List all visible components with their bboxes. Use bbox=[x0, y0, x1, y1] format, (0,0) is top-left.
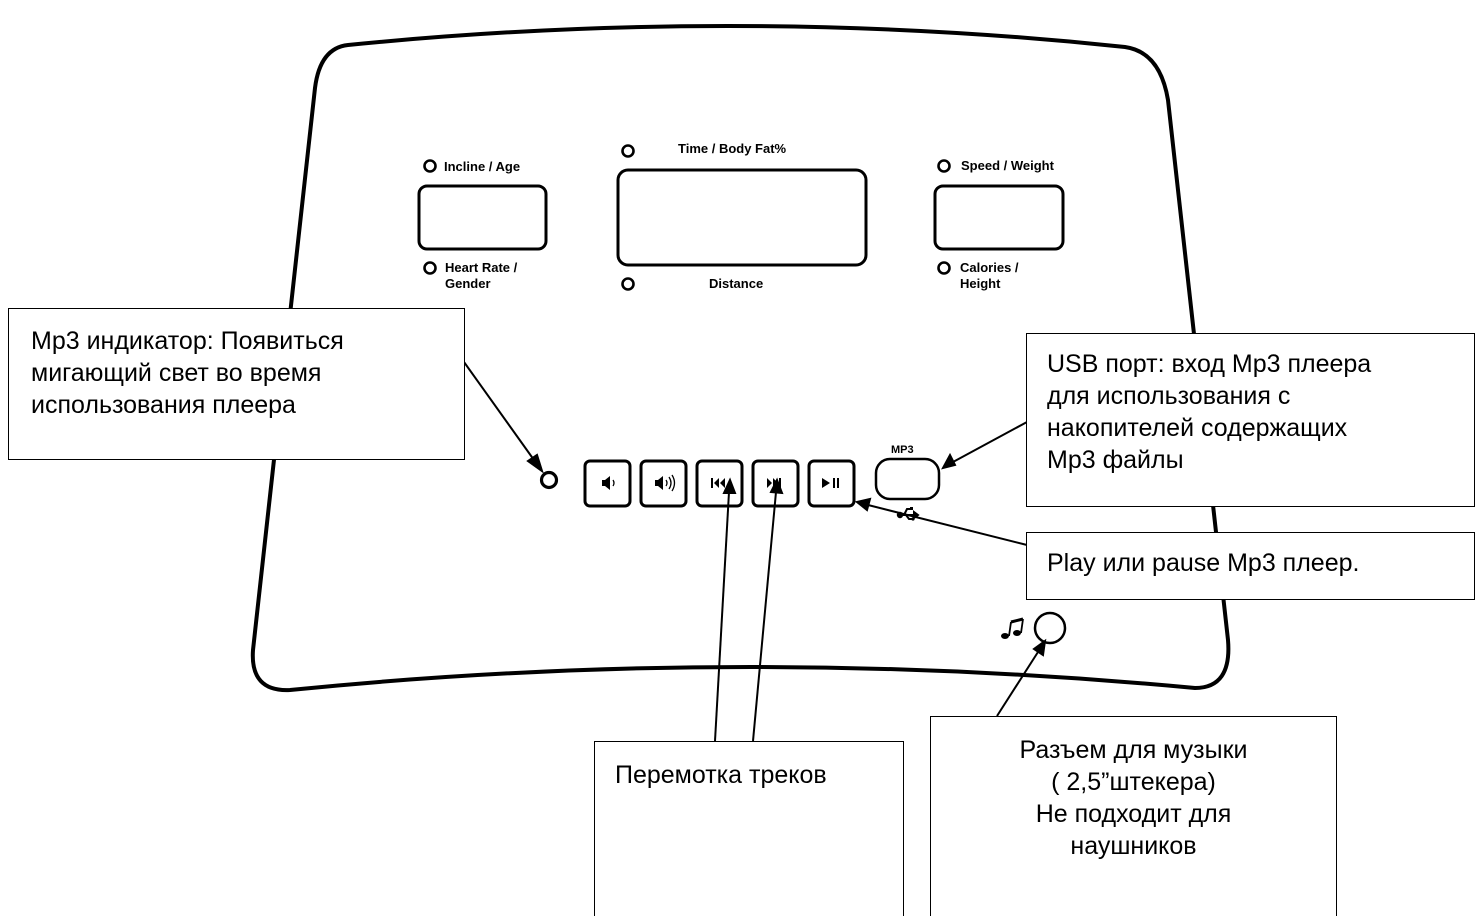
usb-port[interactable] bbox=[874, 457, 941, 501]
volume-low-icon bbox=[602, 476, 615, 490]
distance-indicator bbox=[621, 277, 635, 291]
volume-up-button[interactable] bbox=[639, 459, 688, 508]
distance-label: Distance bbox=[709, 276, 763, 291]
play-pause-button[interactable] bbox=[807, 459, 856, 508]
display-center-screen bbox=[616, 168, 868, 267]
incline-age-indicator bbox=[423, 159, 437, 173]
display-right: Speed / Weight Calories /Height bbox=[933, 158, 1065, 291]
play-pause-icon bbox=[822, 478, 839, 488]
speed-weight-label: Speed / Weight bbox=[961, 158, 1055, 173]
skip-back-icon bbox=[711, 478, 725, 488]
previous-track-button[interactable] bbox=[695, 459, 744, 508]
callout-music-jack: Разъем для музыки ( 2,5”штекера) Не подх… bbox=[930, 716, 1337, 916]
callout-play-pause: Play или pause Mp3 плеер. bbox=[1026, 532, 1475, 600]
calories-height-label: Calories /Height bbox=[960, 260, 1019, 291]
usb-port-label: MP3 bbox=[891, 444, 914, 456]
heart-rate-gender-label: Heart Rate /Gender bbox=[445, 260, 518, 291]
console-outline bbox=[250, 24, 1231, 693]
incline-age-label: Incline / Age bbox=[444, 159, 520, 174]
time-bodyfat-indicator bbox=[621, 144, 635, 158]
volume-down-button[interactable] bbox=[583, 459, 632, 508]
callout-mp3-indicator: Mp3 индикатор: Появиться мигающий свет в… bbox=[8, 308, 465, 460]
display-left-screen bbox=[417, 184, 548, 251]
callout-track-rewind: Перемотка треков bbox=[594, 741, 904, 916]
music-input-jack[interactable] bbox=[1033, 611, 1067, 645]
volume-high-icon bbox=[655, 474, 676, 492]
display-center: Time / Body Fat% Distance bbox=[616, 141, 868, 291]
heart-rate-gender-indicator bbox=[423, 261, 437, 275]
leader-lines bbox=[463, 361, 1047, 742]
callout-usb-port: USB порт: вход Mp3 плеера для использова… bbox=[1026, 333, 1475, 507]
music-note-icon bbox=[1001, 617, 1024, 639]
display-right-screen bbox=[933, 184, 1065, 251]
mp3-indicator-light bbox=[539, 470, 559, 490]
calories-height-indicator bbox=[937, 261, 951, 275]
speed-weight-indicator bbox=[937, 159, 951, 173]
time-bodyfat-label: Time / Body Fat% bbox=[678, 141, 787, 156]
display-left: Incline / Age Heart Rate /Gender bbox=[417, 159, 548, 291]
